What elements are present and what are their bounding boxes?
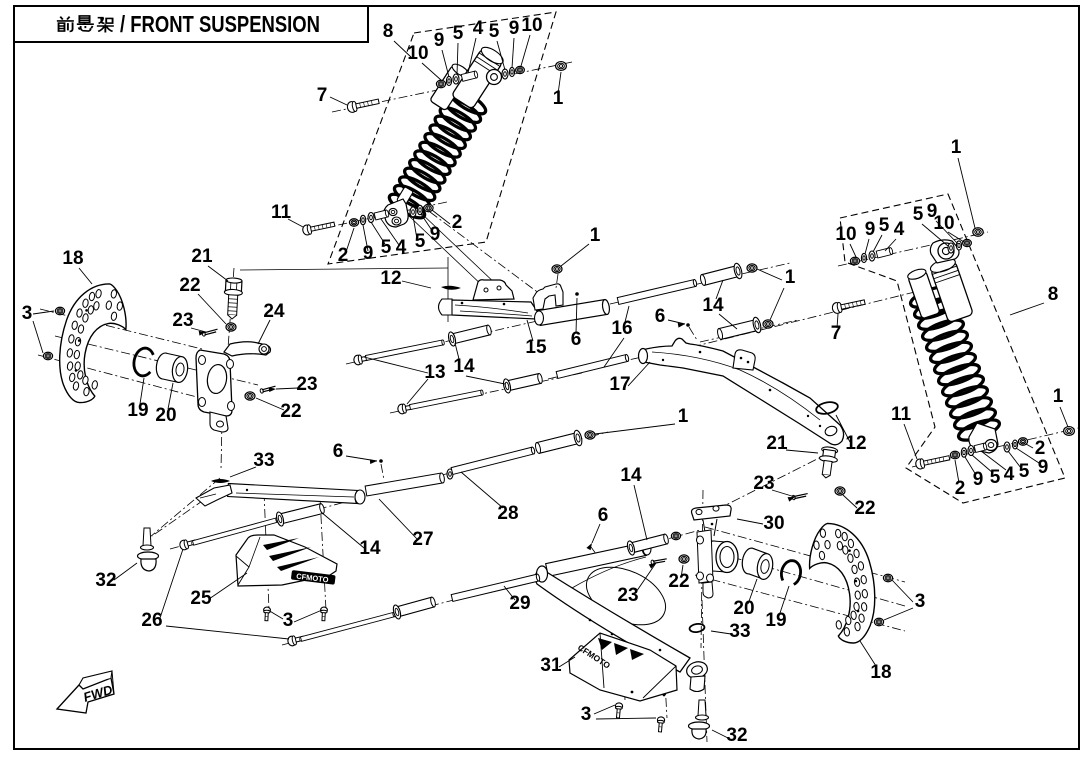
svg-text:14: 14 (453, 356, 475, 377)
svg-text:4: 4 (894, 219, 905, 240)
svg-text:15: 15 (525, 337, 547, 358)
svg-text:22: 22 (668, 571, 689, 592)
svg-text:8: 8 (383, 21, 394, 42)
svg-text:16: 16 (611, 318, 632, 339)
svg-text:33: 33 (729, 621, 750, 642)
svg-text:1: 1 (553, 88, 564, 109)
svg-text:CFMOTO: CFMOTO (296, 572, 329, 585)
svg-text:2: 2 (452, 212, 463, 233)
svg-text:2: 2 (338, 245, 349, 266)
svg-text:1: 1 (785, 267, 796, 288)
svg-text:18: 18 (870, 662, 891, 683)
svg-text:32: 32 (726, 725, 747, 746)
svg-text:22: 22 (280, 401, 301, 422)
svg-text:22: 22 (179, 275, 200, 296)
svg-text:22: 22 (854, 498, 875, 519)
svg-text:4: 4 (1004, 464, 1015, 485)
svg-text:3: 3 (22, 303, 33, 324)
svg-text:5: 5 (489, 21, 500, 42)
svg-text:9: 9 (434, 30, 445, 51)
svg-text:11: 11 (891, 404, 912, 425)
svg-text:4: 4 (473, 18, 484, 39)
svg-text:10: 10 (407, 43, 428, 64)
svg-text:23: 23 (296, 374, 317, 395)
svg-text:32: 32 (95, 570, 116, 591)
svg-text:24: 24 (263, 301, 285, 322)
svg-text:5: 5 (415, 231, 426, 252)
svg-text:26: 26 (141, 610, 162, 631)
svg-text:3: 3 (915, 591, 926, 612)
svg-text:6: 6 (655, 306, 666, 327)
svg-text:31: 31 (540, 655, 562, 676)
svg-text:9: 9 (865, 219, 876, 240)
svg-text:14: 14 (359, 538, 381, 559)
svg-text:25: 25 (190, 588, 212, 609)
svg-text:/ FRONT SUSPENSION: / FRONT SUSPENSION (120, 11, 320, 37)
svg-text:1: 1 (1053, 386, 1064, 407)
svg-text:21: 21 (191, 246, 213, 267)
svg-text:13: 13 (424, 362, 445, 383)
svg-text:19: 19 (765, 610, 786, 631)
svg-text:14: 14 (702, 295, 724, 316)
svg-text:23: 23 (617, 585, 638, 606)
svg-text:1: 1 (678, 406, 689, 427)
svg-text:9: 9 (363, 243, 374, 264)
svg-text:23: 23 (753, 473, 774, 494)
svg-text:2: 2 (955, 478, 966, 499)
svg-text:18: 18 (62, 248, 83, 269)
svg-text:30: 30 (763, 513, 784, 534)
svg-text:17: 17 (609, 374, 630, 395)
svg-text:10: 10 (933, 213, 954, 234)
svg-text:8: 8 (1048, 284, 1059, 305)
svg-text:7: 7 (831, 323, 842, 344)
svg-text:1: 1 (590, 225, 601, 246)
svg-text:27: 27 (412, 529, 433, 550)
svg-text:3: 3 (581, 704, 592, 725)
svg-text:6: 6 (598, 505, 609, 526)
svg-text:9: 9 (927, 201, 938, 222)
svg-text:29: 29 (509, 593, 530, 614)
svg-text:2: 2 (1035, 438, 1046, 459)
svg-text:23: 23 (172, 310, 193, 331)
svg-text:3: 3 (283, 610, 294, 631)
svg-text:1: 1 (951, 137, 962, 158)
svg-text:5: 5 (381, 237, 392, 258)
svg-text:10: 10 (835, 224, 856, 245)
svg-text:5: 5 (1019, 461, 1030, 482)
svg-text:21: 21 (766, 433, 788, 454)
svg-text:5: 5 (913, 204, 924, 225)
svg-text:9: 9 (973, 469, 984, 490)
svg-text:5: 5 (990, 467, 1001, 488)
svg-text:11: 11 (271, 202, 292, 223)
svg-text:6: 6 (333, 441, 344, 462)
svg-text:6: 6 (571, 329, 582, 350)
svg-text:4: 4 (396, 237, 407, 258)
svg-text:28: 28 (497, 503, 518, 524)
svg-text:9: 9 (430, 224, 441, 245)
svg-text:10: 10 (521, 15, 542, 36)
svg-text:14: 14 (620, 465, 642, 486)
svg-text:20: 20 (155, 405, 176, 426)
svg-text:19: 19 (127, 400, 148, 421)
svg-text:9: 9 (509, 18, 520, 39)
svg-text:12: 12 (380, 268, 401, 289)
svg-text:20: 20 (733, 598, 754, 619)
svg-text:7: 7 (317, 85, 328, 106)
svg-text:5: 5 (879, 215, 890, 236)
svg-text:5: 5 (453, 23, 464, 44)
svg-text:12: 12 (845, 433, 866, 454)
svg-text:33: 33 (253, 450, 274, 471)
svg-text:9: 9 (1038, 457, 1049, 478)
